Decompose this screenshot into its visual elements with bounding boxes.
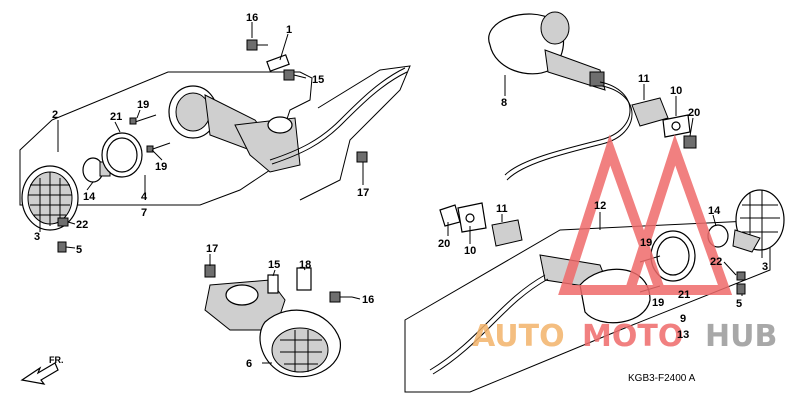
callout-18: 18 — [299, 259, 311, 271]
upper-right-winker-assembly — [488, 11, 697, 181]
front-direction-arrow: FR. — [20, 355, 64, 385]
callout-22b: 22 — [710, 256, 722, 268]
watermark-text-moto: MOTO — [582, 319, 683, 354]
callout-1: 1 — [286, 24, 292, 36]
callout-8: 8 — [501, 97, 507, 109]
callout-19c: 19 — [640, 237, 652, 249]
callout-labels: 16 1 15 2 21 19 19 14 4 7 3 22 5 17 8 11… — [34, 12, 768, 370]
callout-6: 6 — [246, 358, 252, 370]
callout-12: 12 — [594, 200, 606, 212]
callout-17a: 17 — [357, 187, 369, 199]
callout-5b: 5 — [736, 298, 742, 310]
callout-19a: 19 — [137, 99, 149, 111]
callout-16b: 16 — [362, 294, 374, 306]
callout-10b: 10 — [464, 245, 476, 257]
callout-13: 13 — [677, 329, 689, 341]
callout-4: 4 — [141, 191, 148, 203]
front-direction-label: FR. — [49, 355, 64, 365]
callout-14b: 14 — [708, 205, 721, 217]
callout-15: 15 — [312, 74, 324, 86]
callout-20a: 20 — [688, 107, 700, 119]
callout-21b: 21 — [678, 289, 690, 301]
callout-3: 3 — [34, 231, 40, 243]
callout-14: 14 — [83, 191, 96, 203]
callout-22: 22 — [76, 219, 88, 231]
watermark: AUTO MOTO HUB — [472, 134, 777, 354]
callout-15b: 15 — [268, 259, 280, 271]
callout-9: 9 — [680, 313, 686, 325]
callout-3b: 3 — [762, 261, 768, 273]
callout-16: 16 — [246, 12, 258, 24]
callout-17b: 17 — [206, 243, 218, 255]
callout-11b: 11 — [496, 203, 508, 215]
leader-lines — [39, 22, 763, 364]
callout-21: 21 — [110, 111, 122, 123]
callout-11a: 11 — [638, 73, 650, 85]
callout-2: 2 — [52, 109, 58, 121]
lower-right-winker-assembly — [404, 189, 785, 393]
front-left-winker-assembly — [19, 39, 411, 253]
callout-19d: 19 — [652, 297, 664, 309]
lower-left-winker-assembly — [204, 264, 352, 378]
diagram-code: KGB3-F2400 A — [628, 373, 696, 384]
grommet-part-11 — [631, 97, 669, 127]
callout-5: 5 — [76, 244, 82, 256]
callout-20b: 20 — [438, 238, 450, 250]
callout-7: 7 — [141, 207, 147, 219]
callout-10a: 10 — [670, 85, 682, 97]
watermark-text-auto: AUTO — [472, 319, 565, 354]
watermark-text-hub: HUB — [705, 319, 777, 354]
callout-19b: 19 — [155, 161, 167, 173]
